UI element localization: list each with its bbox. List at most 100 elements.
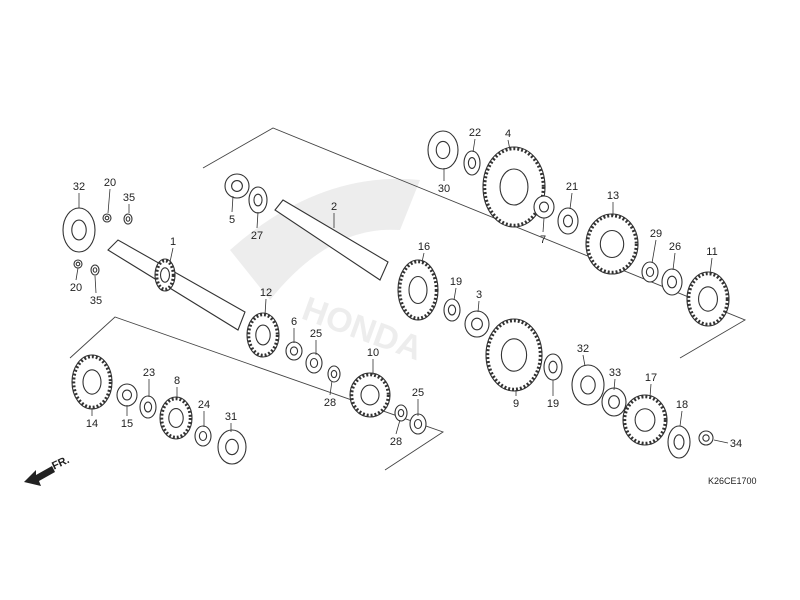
washer [557,207,579,235]
callout-number: 11 [706,246,717,258]
callout-number: 30 [438,183,450,195]
callout-22: 22 [469,127,481,153]
callout-15: 15 [121,405,133,430]
callout-number: 33 [609,367,621,379]
circlip [394,404,408,422]
callout-4: 4 [505,128,511,151]
callout-2: 2 [331,201,337,228]
callout-number: 18 [676,399,688,411]
washer [305,352,323,374]
callout-31: 31 [225,411,237,432]
callout-13: 13 [607,190,619,216]
callout-number: 23 [143,367,155,379]
callout-number: 21 [566,181,578,193]
callout-7: 7 [540,217,546,246]
callout-number: 19 [547,398,559,410]
callout-10: 10 [367,347,379,375]
bushing [533,195,555,219]
callout-number: 32 [73,181,85,193]
bushing [224,173,250,199]
callout-32: 32 [73,181,85,208]
callout-number: 19 [450,276,462,288]
bushing [285,341,303,361]
bearing [217,429,247,465]
washer [463,150,481,176]
callout-number: 20 [70,282,82,294]
callout-number: 26 [669,241,681,253]
callout-17: 17 [645,372,657,398]
gear [482,146,546,228]
mainshaft [107,239,246,331]
washer [139,395,157,419]
callout-number: 28 [324,397,336,409]
callout-number: 7 [540,234,546,246]
callout-19: 19 [450,276,462,301]
callout-35: 35 [123,192,135,213]
callout-number: 9 [513,398,519,410]
callout-number: 22 [469,127,481,139]
callout-number: 31 [225,411,237,423]
callout-20: 20 [104,177,116,214]
bearing [427,130,459,170]
callout-18: 18 [676,399,688,427]
callout-number: 12 [260,287,272,299]
gear [397,259,439,321]
callout-number: 24 [198,399,210,411]
needle-bearing [116,383,138,407]
circlip [327,365,341,383]
callout-5: 5 [229,195,235,226]
callout-16: 16 [418,241,430,263]
bolt [698,430,714,446]
gear [585,213,639,275]
bolt [123,213,133,225]
callout-number: 25 [310,328,322,340]
callout-number: 32 [577,343,589,355]
washer [661,268,683,296]
callout-8: 8 [174,375,180,398]
washer [248,186,268,214]
callout-9: 9 [513,390,519,410]
callout-number: 15 [121,418,133,430]
callout-number: 13 [607,190,619,202]
callout-number: 6 [291,316,297,328]
callout-33: 33 [609,367,621,391]
gear [154,258,176,292]
callout-25: 25 [310,328,322,355]
gear [159,396,193,440]
callout-6: 6 [291,316,297,343]
callout-28: 28 [324,380,336,409]
callout-number: 14 [86,418,98,430]
bearing [62,207,96,253]
gear [485,318,543,392]
callout-26: 26 [669,241,681,271]
callout-number: 20 [104,177,116,189]
callout-number: 2 [331,201,337,213]
callout-number: 8 [174,375,180,387]
bolt [90,264,100,276]
washer [73,259,83,269]
callout-14: 14 [86,408,98,430]
washer [543,353,563,381]
callout-34: 34 [713,438,742,450]
callout-28: 28 [390,419,402,448]
callout-1: 1 [169,236,176,263]
callout-24: 24 [198,399,210,427]
gear [71,354,113,410]
countershaft [274,199,389,281]
gear [246,312,280,358]
gear [349,372,391,418]
callout-23: 23 [143,367,155,397]
callout-11: 11 [706,246,718,275]
sprocket [622,394,668,446]
callout-number: 10 [367,347,379,359]
callout-number: 29 [650,228,662,240]
washer [409,413,427,435]
callout-number: 16 [418,241,430,253]
bearing [571,364,605,406]
callout-20: 20 [70,267,82,294]
oil-seal [601,387,627,417]
callout-30: 30 [438,168,450,195]
callout-3: 3 [476,289,482,313]
plate [667,425,691,459]
callout-number: 3 [476,289,482,301]
